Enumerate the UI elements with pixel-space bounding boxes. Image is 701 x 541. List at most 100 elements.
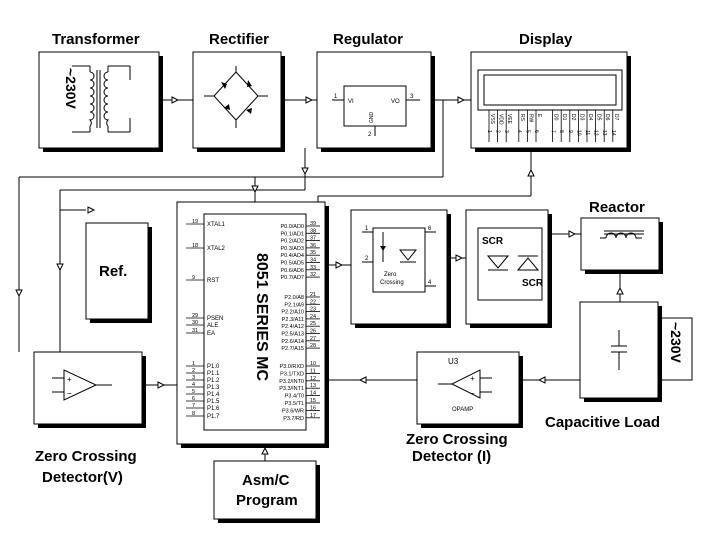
display-pin-label: D0 (553, 114, 559, 121)
program-line2: Program (236, 492, 298, 509)
display-pin-number: 9 (567, 130, 573, 133)
mcu-pin-name: XTAL1 (207, 222, 226, 228)
regulator-pin-vi: VI (348, 99, 354, 105)
regulator-n2: 2 (368, 132, 372, 138)
mcu-pin-number: 15 (310, 398, 316, 404)
mcu-pin-number: 6 (192, 396, 195, 402)
zcd-current-opamp: OPAMP (452, 407, 473, 413)
mcu-pin-name: P0.3/AD3 (280, 246, 304, 252)
opto-caption-2: Crossing (380, 280, 404, 286)
mcu-pin-number: 39 (310, 221, 316, 227)
zcd-current-line1: Zero Crossing (406, 431, 508, 448)
mcu-pin-number: 28 (310, 343, 316, 349)
svg-text:−: − (470, 389, 475, 398)
mcu-pin-number: 16 (310, 405, 316, 411)
regulator-n1: 1 (334, 94, 338, 100)
mcu-pin-name: P2.2/A10 (281, 310, 304, 316)
mcu-pin-name: P0.5/AD5 (280, 261, 304, 267)
mcu-pin-name: P3.6/WR (282, 408, 304, 414)
regulator-block: VI VO GND 1 3 2 (316, 51, 435, 152)
regulator-pin-vo: VO (391, 99, 400, 105)
mcu-pin-number: 36 (310, 243, 316, 249)
mcu-pin-name: P3.2/INT0 (279, 379, 304, 385)
transformer-voltage: ~230V (63, 68, 79, 110)
mcu-pin-number: 3 (192, 375, 195, 381)
mcu-pin-number: 10 (310, 361, 316, 367)
opto-pin-4: 4 (428, 280, 432, 286)
svg-text:−: − (67, 389, 72, 398)
mcu-pin-name: P2.4/A12 (281, 324, 304, 330)
mcu-pin-name: P1.4 (207, 392, 220, 398)
display-pin-label: RW (527, 114, 533, 123)
display-pin-number: 5 (524, 130, 530, 133)
mcu-pin-name: P1.5 (207, 399, 220, 405)
mcu-pin-name: P3.7/RD (283, 416, 304, 422)
mcu-pin-name: P0.1/AD1 (280, 231, 304, 237)
display-pins: VSS1VDD2VEE3RS4RW5E6D07D18D29D310D411D51… (486, 110, 619, 142)
mcu-pin-number: 22 (310, 299, 316, 305)
mcu-pin-number: 14 (310, 391, 316, 397)
zcd-current-line2: Detector (I) (412, 448, 491, 465)
opto-caption-1: Zero (384, 272, 397, 278)
capacitive-load-title: Capacitive Load (545, 414, 660, 431)
mcu-pin-name: P1.7 (207, 414, 220, 420)
opto-pin-2: 2 (365, 256, 369, 262)
mcu-pin-number: 21 (310, 292, 316, 298)
mcu-pin-name: P0.4/AD4 (280, 253, 304, 259)
display-pin-label: D7 (613, 114, 619, 121)
zcd-voltage-line2: Detector(V) (42, 469, 123, 486)
regulator-n3: 3 (410, 94, 414, 100)
mcu-pin-number: 17 (310, 413, 316, 419)
mcu-pin-name: P1.1 (207, 371, 220, 377)
mcu-pin-name: P2.6/A14 (281, 339, 304, 345)
display-pin-label: RS (519, 114, 525, 122)
transformer-title: Transformer (52, 31, 140, 48)
mcu-pin-name: P0.0/AD0 (280, 224, 304, 230)
scr-label-1: SCR (482, 236, 504, 247)
mcu-pin-number: 23 (310, 307, 316, 313)
regulator-pin-gnd: GND (369, 112, 375, 124)
display-pin-number: 4 (516, 130, 522, 133)
mcu-pin-number: 35 (310, 250, 316, 256)
mcu-pin-name: P2.3/A11 (282, 317, 304, 323)
rectifier-title: Rectifier (209, 31, 269, 48)
mcu-pin-name: P2.1/A9 (284, 302, 304, 308)
opto-pin-1: 1 (365, 226, 369, 232)
mcu-pin-number: 38 (310, 228, 316, 234)
scr-label-2: SCR (522, 278, 544, 289)
arrow-heads (15, 96, 624, 455)
mcu-pin-name: P0.7/AD7 (280, 275, 304, 281)
transformer-block: ~230V (38, 51, 163, 152)
mcu-pin-name: EA (207, 331, 215, 337)
svg-text:+: + (67, 375, 72, 384)
regulator-title: Regulator (333, 31, 403, 48)
mcu-pin-name: P2.7/A15 (281, 346, 304, 352)
mcu-pin-number: 18 (192, 243, 198, 249)
opto-pin-6: 6 (428, 226, 432, 232)
mcu-pin-number: 27 (310, 336, 316, 342)
mcu-pin-name: P0.6/AD6 (280, 268, 304, 274)
ref-label: Ref. (99, 263, 127, 280)
mcu-pin-number: 25 (310, 321, 316, 327)
mcu-pin-name: XTAL2 (207, 246, 226, 252)
display-pin-number: 3 (503, 130, 509, 133)
capacitive-load-block: ~230V (579, 301, 684, 402)
zcd-current-block: U3 + − OPAMP (416, 351, 523, 428)
display-pin-label: D6 (604, 114, 610, 121)
mcu-pin-name: P2.0/A8 (284, 295, 304, 301)
display-pin-number: 13 (601, 130, 607, 136)
display-pin-label: D4 (587, 114, 593, 121)
mcu-pin-name: P2.5/A13 (281, 332, 304, 338)
mcu-pin-number: 34 (310, 258, 316, 264)
mcu-pin-number: 2 (192, 368, 195, 374)
display-pin-label: VSS (489, 114, 495, 125)
mcu-pin-name: P3.4/T0 (285, 394, 304, 400)
mcu-pin-name: P1.3 (207, 385, 220, 391)
program-block: Asm/C Program (213, 460, 320, 523)
svg-text:+: + (470, 374, 475, 383)
mcu-pin-number: 5 (192, 389, 195, 395)
mcu-pin-number: 30 (192, 320, 198, 326)
mcu-pin-number: 12 (310, 376, 316, 382)
mcu-pin-name: P3.0/RXD (280, 364, 304, 370)
